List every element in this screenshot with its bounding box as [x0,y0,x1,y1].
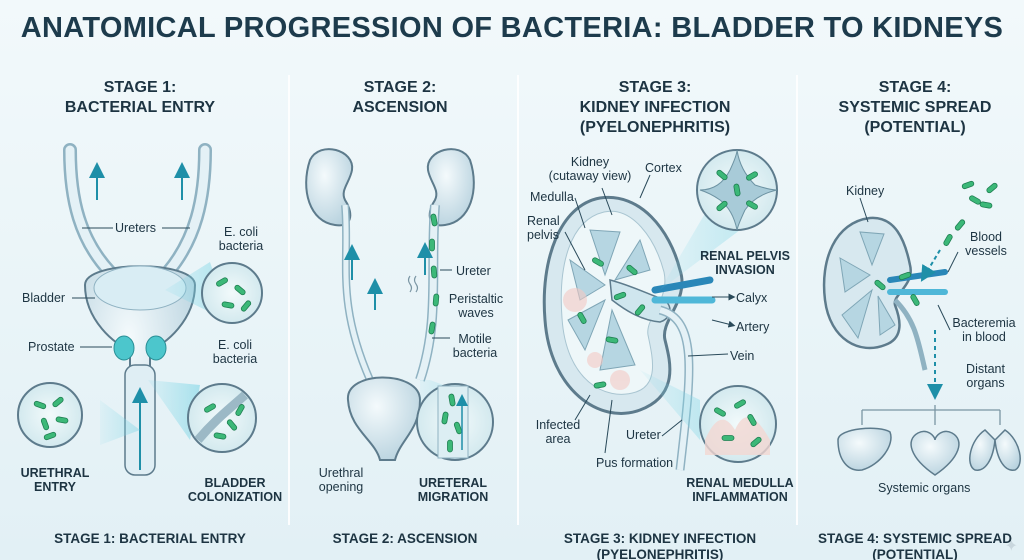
stage1-title-line2: BACTERIAL ENTRY [64,99,216,116]
stage4-title-line3: (POTENTIAL) [864,119,966,136]
stage3-illustration [542,149,778,471]
stage3-title: STAGE 3: KIDNEY INFECTION (PYELONEPHRITI… [545,78,765,138]
label-medulla-inflammation: RENAL MEDULLA INFLAMMATION [680,476,800,504]
label-urethral-entry-line2: ENTRY [34,480,76,494]
label-kidney-cutaway: Kidney (cutaway view) [540,155,640,183]
stage2-title-line1: STAGE 2: [363,79,437,96]
label-ecoli-mid-name: E. coli [217,338,253,352]
label-pelvis-invasion: RENAL PELVIS INVASION [690,249,800,277]
label-ureteral-migration-line1: URETERAL [418,476,488,490]
sparkle-icon: ✦ [1004,538,1018,555]
label-vein: Vein [730,349,755,363]
label-pelvis-invasion-line2: INVASION [715,263,775,277]
label-medulla: Medulla [530,190,574,204]
label-medulla-inflammation-line2: INFLAMMATION [692,490,788,504]
stage3-footer-line1: STAGE 3: KIDNEY INFECTION [563,531,757,546]
stage3-footer-line2: (PYELONEPHRITIS) [596,547,724,560]
page-title: ANATOMICAL PROGRESSION OF BACTERIA: BLAD… [20,12,1004,44]
label-ecoli-top: E. coli bacteria [206,225,276,253]
label-blood-vessels: Blood vessels [956,230,1016,258]
label-kidney-cutaway-line1: Kidney [570,155,610,169]
stage4-illustration [822,180,1021,476]
label-infected-area: Infected area [528,418,588,446]
label-urethral-opening-line1: Urethral [318,466,364,480]
label-calyx: Calyx [736,291,768,305]
label-pelvis-invasion-line1: RENAL PELVIS [700,249,790,263]
stage2-footer: STAGE 2: ASCENSION [300,531,510,560]
label-ecoli-mid-bacteria: bacteria [212,352,258,366]
label-ureteral-migration: URETERAL MIGRATION [408,476,498,504]
label-renal-pelvis-line1: Renal [527,214,560,228]
label-artery: Artery [736,320,770,334]
column-dividers [288,75,798,525]
stage1-footer-line1: STAGE 1: BACTERIAL ENTRY [54,531,246,546]
label-ureter-s2: Ureter [456,264,491,278]
label-bladder: Bladder [22,291,66,305]
stage4-footer-line1: STAGE 4: SYSTEMIC SPREAD [817,531,1013,546]
label-urethral-opening-line2: opening [318,480,364,494]
label-ureters: Ureters [115,221,156,235]
label-distant-organs-line1: Distant [966,362,1005,376]
stage4-title-line2: SYSTEMIC SPREAD [838,99,992,116]
label-motile-bacteria: Motile bacteria [440,332,510,360]
label-blood-vessels-line2: vessels [965,244,1007,258]
label-renal-pelvis-line2: pelvis [527,228,559,242]
label-infected-line2: area [545,432,571,446]
label-blood-vessels-line1: Blood [970,230,1002,244]
label-urethral-entry: URETHRAL ENTRY [15,466,95,494]
label-kidney-s4: Kidney [846,184,885,198]
label-peristaltic-line1: Peristaltic [448,292,504,306]
label-kidney-cutaway-line2: (cutaway view) [548,169,632,183]
stage1-title: STAGE 1: BACTERIAL ENTRY [40,78,240,118]
label-ecoli-top-name: E. coli [223,225,259,239]
label-ecoli-mid: E. coli bacteria [200,338,270,366]
label-infected-line1: Infected [535,418,581,432]
stage4-footer: STAGE 4: SYSTEMIC SPREAD (POTENTIAL) [806,531,1024,560]
label-cortex: Cortex [645,161,682,175]
stage4-footer-line2: (POTENTIAL) [872,547,958,560]
label-motile-line1: Motile [458,332,492,346]
label-renal-pelvis: Renal pelvis [527,214,560,242]
label-systemic-organs: Systemic organs [878,481,971,495]
stage3-title-line1: STAGE 3: [618,79,692,96]
label-bacteremia: Bacteremia in blood [945,316,1023,344]
stage2-illustration [305,148,494,461]
stage1-title-line1: STAGE 1: [103,79,177,96]
label-urethral-opening: Urethral opening [306,466,376,494]
stage1-illustration [17,143,263,476]
label-bacteremia-line2: in blood [962,330,1006,344]
label-pus-formation: Pus formation [596,456,674,470]
label-ureter-s3: Ureter [626,428,661,442]
stage2-title-line2: ASCENSION [352,99,448,116]
label-ecoli-top-bacteria: bacteria [218,239,264,253]
stage1-footer: STAGE 1: BACTERIAL ENTRY [30,531,270,560]
label-urethral-entry-line1: URETHRAL [20,466,90,480]
stage2-title: STAGE 2: ASCENSION [300,78,500,118]
stage3-footer: STAGE 3: KIDNEY INFECTION (PYELONEPHRITI… [530,531,790,560]
label-prostate: Prostate [28,340,75,354]
stage3-title-line2: KIDNEY INFECTION [579,99,731,116]
label-distant-organs-line2: organs [966,376,1005,390]
label-motile-line2: bacteria [452,346,498,360]
label-bladder-colonization-line2: COLONIZATION [187,490,283,504]
label-bladder-colonization: BLADDER COLONIZATION [185,476,285,504]
stage2-footer-line1: STAGE 2: ASCENSION [332,531,478,546]
stage3-title-line3: (PYELONEPHRITIS) [579,119,731,136]
label-distant-organs: Distant organs [953,362,1018,390]
stage4-title: STAGE 4: SYSTEMIC SPREAD (POTENTIAL) [810,78,1020,138]
label-peristaltic-waves: Peristaltic waves [436,292,516,320]
label-ureteral-migration-line2: MIGRATION [417,490,489,504]
label-medulla-inflammation-line1: RENAL MEDULLA [686,476,794,490]
label-bacteremia-line1: Bacteremia [952,316,1016,330]
label-bladder-colonization-line1: BLADDER [204,476,266,490]
label-peristaltic-line2: waves [458,306,494,320]
stage4-title-line1: STAGE 4: [878,79,952,96]
